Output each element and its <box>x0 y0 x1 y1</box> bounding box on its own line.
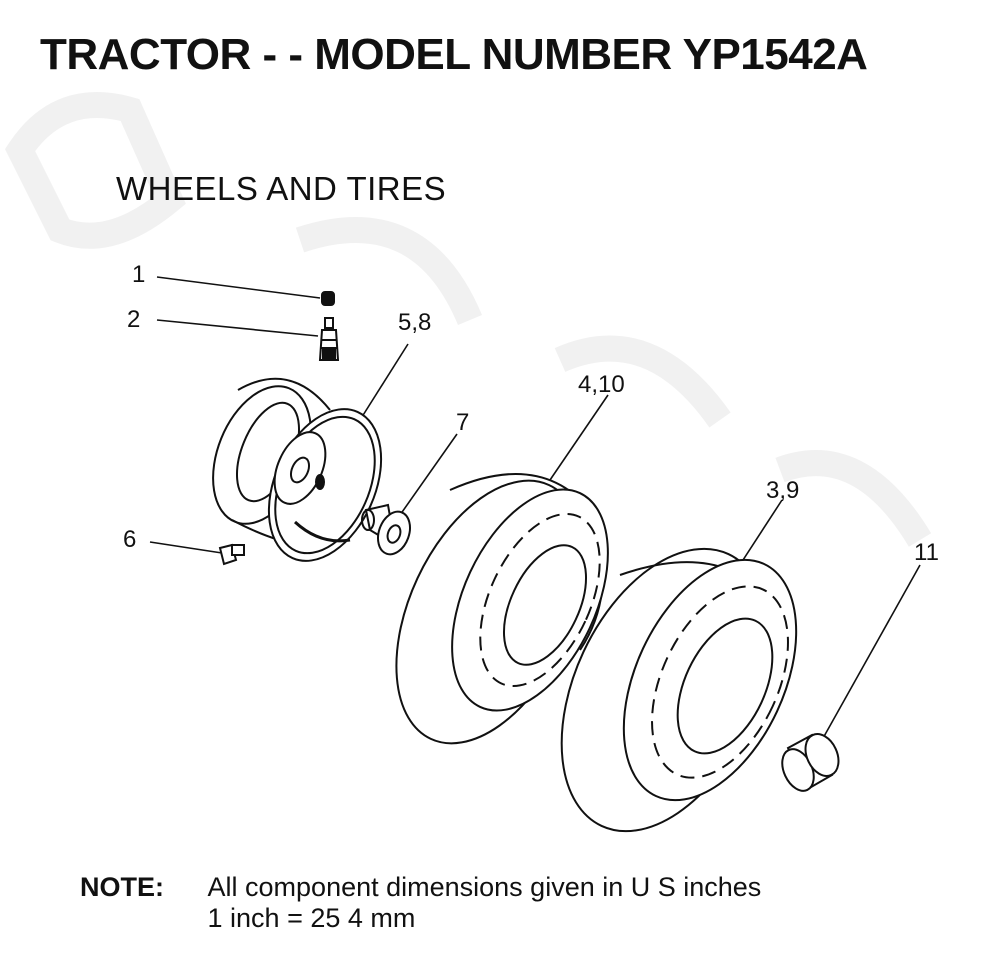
part-5-8-rim <box>212 343 409 562</box>
callout-2: 2 <box>127 306 140 333</box>
callout-1: 1 <box>132 261 145 288</box>
part-11-hub-cap <box>781 564 921 792</box>
callout-11: 11 <box>914 539 939 566</box>
callout-6: 6 <box>123 526 136 553</box>
callout-5-8: 5,8 <box>398 309 431 336</box>
callout-7: 7 <box>456 409 469 436</box>
note-body: All component dimensions given in U S in… <box>208 872 762 934</box>
callout-4-10: 4,10 <box>578 371 625 398</box>
part-3-9-rear-tire <box>560 499 798 833</box>
part-6-bolt <box>149 541 245 566</box>
note-line-2: 1 inch = 25 4 mm <box>207 903 416 933</box>
note-label: NOTE: <box>80 872 164 902</box>
part-1-valve-cap <box>156 276 335 306</box>
page-title: TRACTOR - - MODEL NUMBER YP1542A <box>40 30 868 79</box>
part-4-10-front-tire <box>395 394 609 745</box>
dimension-note: NOTE: All component dimensions given in … <box>80 872 761 934</box>
part-2-valve-stem <box>156 317 340 361</box>
note-line-1: All component dimensions given in U S in… <box>207 872 762 902</box>
part-7-bushing <box>361 433 458 556</box>
callout-3-9: 3,9 <box>766 477 799 504</box>
section-title: WHEELS AND TIRES <box>116 170 447 207</box>
